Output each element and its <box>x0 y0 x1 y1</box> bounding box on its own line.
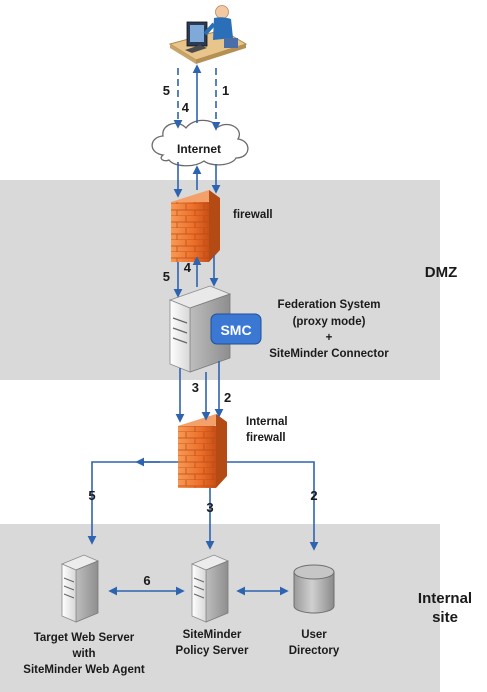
internal-site-zone-label-line2: site <box>432 609 458 626</box>
step-6-label: 6 <box>143 573 150 588</box>
internal-site-zone-label-line1: Internal <box>418 590 472 607</box>
federation-label-line3: + <box>326 332 333 344</box>
internet-label: Internet <box>177 142 221 156</box>
svg-text:SMC: SMC <box>220 322 251 338</box>
target-web-server-icon <box>60 554 100 623</box>
step-3-label-dmz: 3 <box>192 380 199 395</box>
smc-badge: SMC <box>210 313 262 345</box>
dmz-zone-label: DMZ <box>425 264 458 281</box>
step-2-label-bottom: 2 <box>310 488 317 503</box>
step-4-label-dmz: 4 <box>184 260 192 275</box>
step-1-label-top: 1 <box>222 83 229 98</box>
policy-server-label-line2: Policy Server <box>176 645 249 657</box>
internet-cloud-icon <box>151 119 249 167</box>
policy-server-icon <box>190 554 230 623</box>
step-5-label-dmz: 5 <box>163 269 170 284</box>
federation-label-line4: SiteMinder Connector <box>269 348 389 360</box>
policy-server-label-line1: SiteMinder <box>183 629 242 641</box>
internal-firewall-label-line2: firewall <box>246 432 286 444</box>
step-5-label-top: 5 <box>163 83 170 98</box>
user-directory-label-line1: User <box>301 629 327 641</box>
firewall-label: firewall <box>233 209 273 221</box>
arrow-step2-internal-firewall-to-directory <box>227 461 319 551</box>
internal-firewall-icon <box>178 414 227 488</box>
target-server-label-line3: SiteMinder Web Agent <box>23 664 145 676</box>
user-workstation-icon <box>168 5 248 64</box>
step-2-label-dmz: 2 <box>224 390 231 405</box>
user-directory-database-icon <box>293 564 335 614</box>
dmz-firewall-icon <box>171 190 220 262</box>
user-directory-label-line2: Directory <box>289 645 340 657</box>
step-3-label-bottom: 3 <box>206 500 213 515</box>
step-4-label-top: 4 <box>182 100 190 115</box>
step-5-label-bottom: 5 <box>88 488 95 503</box>
internal-firewall-label-line1: Internal <box>246 416 288 428</box>
target-server-label-line2: with <box>72 648 96 660</box>
target-server-label-line1: Target Web Server <box>34 632 135 644</box>
federation-label-line1: Federation System <box>278 299 381 311</box>
federation-label-line2: (proxy mode) <box>293 316 366 328</box>
